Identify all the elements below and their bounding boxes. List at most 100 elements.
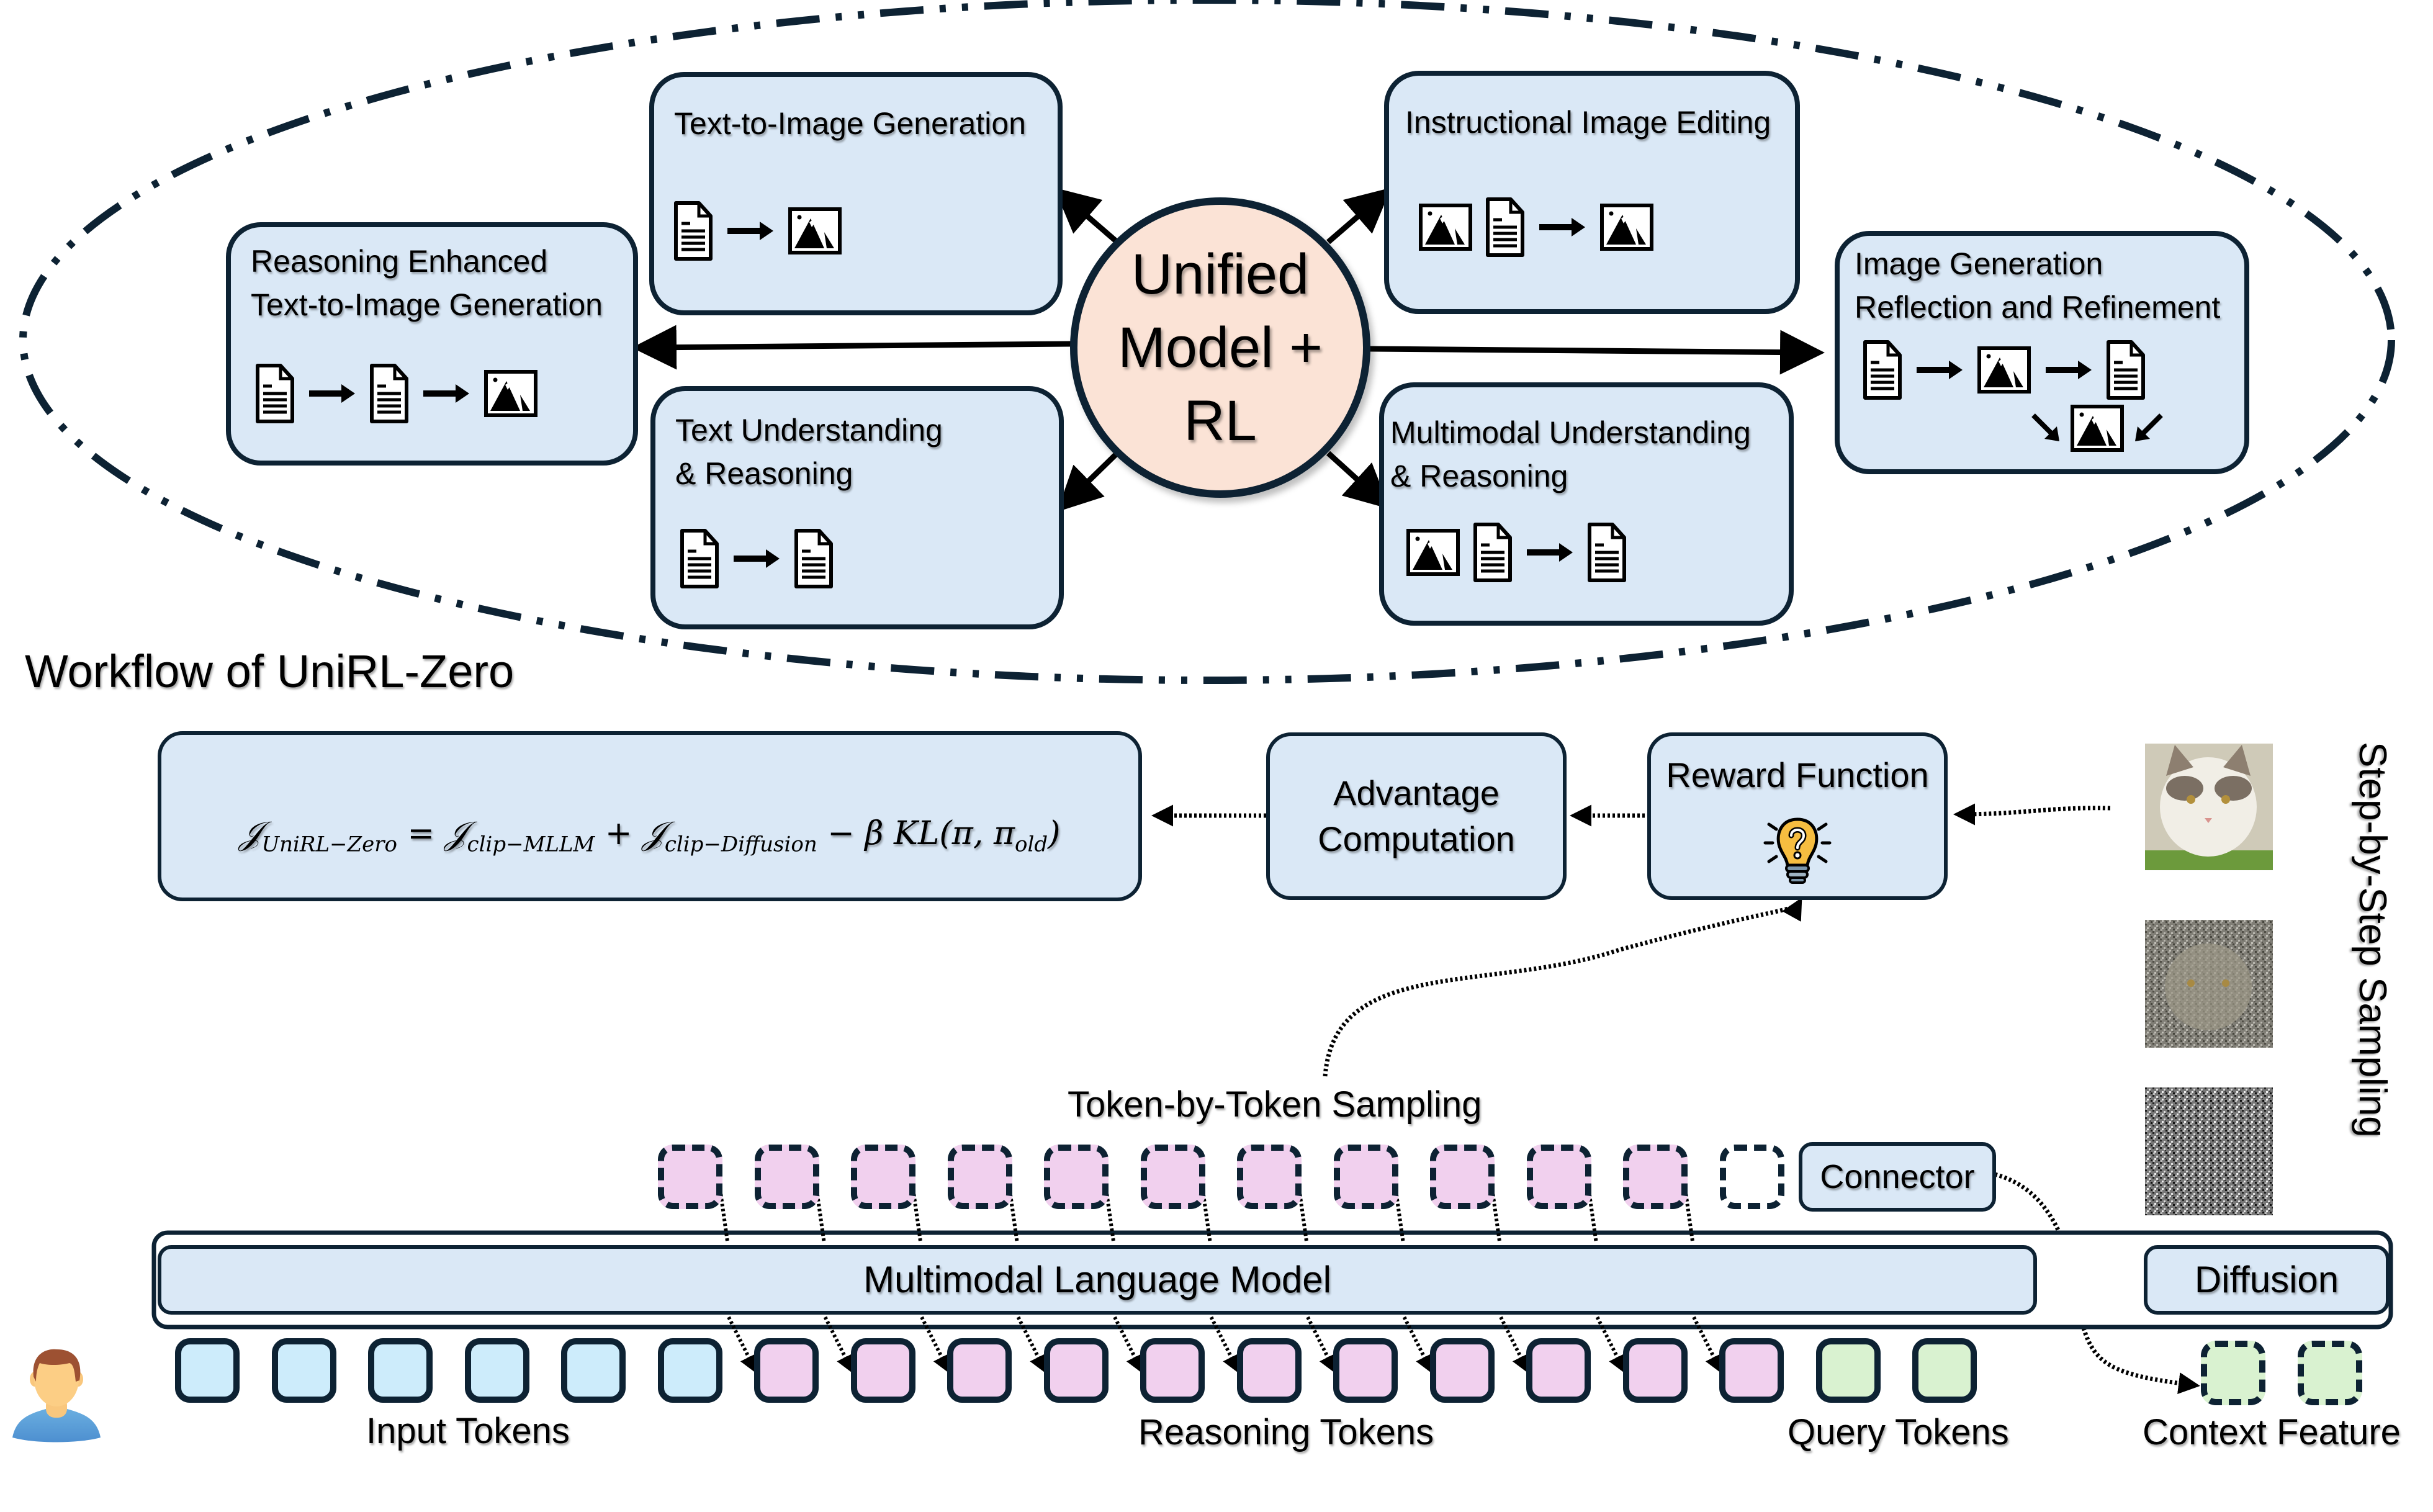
document-icon — [2107, 340, 2145, 400]
right-arrow-icon — [734, 549, 780, 568]
sampled-token — [1526, 1145, 1591, 1209]
query-token — [1912, 1338, 1977, 1403]
reasoning-tokens-label: Reasoning Tokens — [1138, 1412, 1434, 1452]
reward-label: Reward Function — [1666, 755, 1929, 794]
task-flow — [674, 201, 842, 261]
down-right-arrow-icon — [2031, 413, 2059, 441]
reasoning-token — [1236, 1338, 1302, 1403]
context-feature-token — [2201, 1341, 2265, 1405]
arrow-to-multimodal-understanding — [1326, 451, 1390, 510]
task-title: Text-to-Image Generation — [674, 106, 1026, 141]
right-arrow-icon — [423, 384, 469, 403]
image-icon — [484, 370, 537, 417]
input-token — [464, 1338, 529, 1403]
formula-j: 𝒥 — [444, 815, 467, 853]
unified-model-rl-node: Unified Model + RL — [1070, 197, 1370, 498]
reasoning-token — [754, 1338, 819, 1403]
arrow-to-reasoning-t2i — [632, 325, 1073, 370]
task-title: Multimodal Understanding & Reasoning — [1390, 415, 1751, 493]
input-token — [561, 1338, 626, 1403]
task-flow — [256, 364, 537, 423]
task-flow — [1419, 197, 1653, 257]
noisy-cat-image — [2145, 920, 2273, 1048]
sampled-token — [1140, 1145, 1205, 1209]
document-icon — [794, 529, 833, 588]
task-scope-ellipse — [19, 0, 2395, 684]
image-icon — [1406, 529, 1460, 576]
input-token — [368, 1338, 433, 1403]
formula-op: + — [595, 815, 642, 853]
formula-sub: UniRL−Zero — [261, 832, 397, 857]
document-icon — [674, 201, 713, 261]
advantage-label: Advantage Computation — [1318, 773, 1515, 858]
diffusion-box: Diffusion — [2144, 1245, 2390, 1315]
sampled-token — [1044, 1145, 1109, 1209]
task-flow — [1406, 523, 1626, 582]
task-t2i: Text-to-Image Generation — [649, 72, 1063, 315]
query-tokens-label: Query Tokens — [1788, 1412, 2009, 1452]
right-arrow-icon — [1527, 543, 1573, 562]
user-avatar-icon — [12, 1349, 101, 1442]
objective-formula-box: 𝒥UniRL−Zero = 𝒥clip−MLLM + 𝒥clip−Diffusi… — [158, 731, 1142, 901]
sampled-token — [754, 1145, 819, 1209]
sampled-token — [947, 1145, 1012, 1209]
image-icon — [788, 207, 842, 254]
formula-sub: old — [1015, 832, 1048, 857]
sampled-token — [1430, 1145, 1495, 1209]
objective-formula: 𝒥UniRL−Zero = 𝒥clip−MLLM + 𝒥clip−Diffusi… — [240, 765, 1061, 867]
input-tokens-label: Input Tokens — [366, 1411, 570, 1451]
connector-label: Connector — [1820, 1158, 1975, 1195]
down-left-arrow-icon — [2135, 413, 2163, 441]
reasoning-token — [1526, 1338, 1591, 1403]
reasoning-token — [1429, 1338, 1495, 1403]
clean-cat-image — [2145, 744, 2273, 870]
mllm-box: Multimodal Language Model — [158, 1245, 2037, 1315]
reasoning-token — [947, 1338, 1012, 1403]
task-title: Text Understanding & Reasoning — [675, 413, 943, 491]
task-text-understanding: Text Understanding & Reasoning — [650, 386, 1064, 629]
arrow-tokens-to-reward — [1323, 897, 1802, 1077]
sampled-token — [1623, 1145, 1688, 1209]
reasoning-token — [1333, 1338, 1398, 1403]
task-image-editing: Instructional Image Editing — [1384, 71, 1800, 314]
sampled-token — [851, 1145, 915, 1209]
arrow-to-reflection — [1369, 330, 1825, 375]
reward-function-box: Reward Function — [1647, 732, 1948, 900]
document-icon — [1486, 197, 1524, 257]
right-arrow-icon — [2046, 361, 2092, 379]
task-multimodal-understanding: Multimodal Understanding & Reasoning — [1379, 382, 1794, 626]
formula-sub: clip−Diffusion — [664, 832, 817, 857]
sampled-token — [658, 1145, 722, 1209]
task-title: Instructional Image Editing — [1405, 105, 1771, 140]
task-reasoning-t2i: Reasoning Enhanced Text-to-Image Generat… — [226, 222, 638, 466]
image-icon — [1419, 204, 1472, 251]
right-arrow-icon — [727, 222, 773, 240]
right-arrow-icon — [1917, 361, 1963, 379]
context-feature-token — [2298, 1341, 2362, 1405]
image-icon — [2071, 405, 2124, 452]
task-flow — [1863, 340, 2163, 452]
formula-sub: clip−MLLM — [467, 832, 595, 857]
right-arrow-icon — [309, 384, 355, 403]
arrow-images-to-reward — [1953, 803, 2111, 826]
formula-op: − β KL(π, π — [817, 815, 1015, 853]
workflow-title: Workflow of UniRL-Zero — [25, 646, 515, 697]
input-token — [657, 1338, 722, 1403]
reasoning-token — [1719, 1338, 1784, 1403]
document-icon — [1473, 523, 1512, 582]
formula-j: 𝒥 — [642, 815, 665, 853]
center-node-label: Unified Model + RL — [1118, 243, 1323, 452]
task-title: Image Generation Reflection and Refineme… — [1855, 246, 2221, 325]
advantage-computation-box: Advantage Computation — [1266, 732, 1567, 900]
arrow-to-text-understanding — [1057, 451, 1120, 512]
arrow-to-image-editing — [1326, 187, 1392, 245]
image-icon — [1977, 346, 2031, 394]
input-token — [271, 1338, 336, 1403]
arrow-to-t2i — [1054, 187, 1119, 245]
query-token — [1815, 1338, 1881, 1403]
reasoning-token — [850, 1338, 915, 1403]
diffusion-label: Diffusion — [2194, 1259, 2339, 1300]
token-sampling-label: Token-by-Token Sampling — [1068, 1084, 1482, 1125]
sampled-token — [1237, 1145, 1302, 1209]
